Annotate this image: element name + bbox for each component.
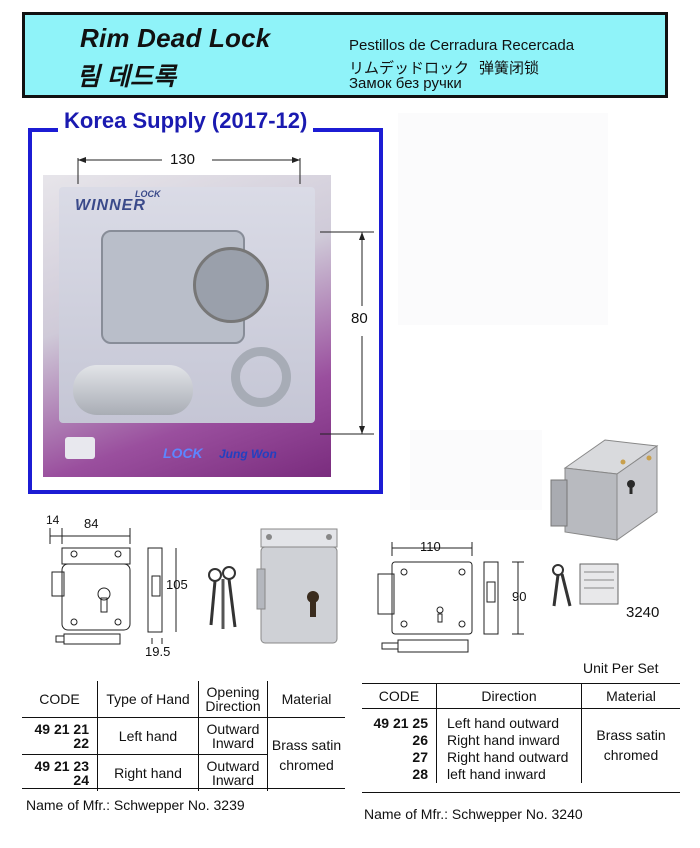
height-dimension-line	[320, 231, 374, 435]
col-opening-line1: Opening	[206, 684, 260, 700]
title-chinese: 弹簧闭锁	[479, 60, 540, 77]
code-value: 49 21 21	[34, 721, 90, 737]
code-cell: 49 21 21 22	[22, 717, 98, 755]
blank-image-area-small	[410, 430, 542, 510]
brand-jung-won: Jung Won	[219, 447, 277, 461]
blank-image-area	[398, 113, 608, 325]
width-dimension-line	[77, 157, 301, 184]
table-3239: CODE Type of Hand Opening Direction Mate…	[22, 681, 345, 791]
lock-ring-image	[231, 347, 291, 407]
code-value: 49 21 23	[34, 758, 90, 774]
col-type-of-hand: Type of Hand	[97, 681, 199, 718]
keys-and-card-image	[552, 563, 619, 607]
lock-3240-render	[550, 439, 659, 541]
col-code: CODE	[22, 681, 98, 718]
width-dimension-label: 130	[170, 151, 196, 168]
dim-90: 90	[512, 589, 527, 604]
korea-supply-label: Korea Supply (2017-12)	[58, 108, 314, 134]
lock-3239-drawing	[49, 528, 177, 645]
direction-cell: Left hand outward Right hand inward Righ…	[436, 708, 582, 783]
brand-winner: WINNER	[75, 197, 146, 214]
direction-value: Left hand outward	[447, 715, 560, 731]
direction-value: Right hand inward	[447, 732, 560, 748]
code-value: 26	[412, 732, 428, 748]
hand-cell: Right hand	[97, 754, 199, 791]
code-value: 27	[412, 749, 428, 765]
product-title-english: Rim Dead Lock	[80, 23, 271, 53]
material-value: Brass satin	[596, 727, 666, 743]
table-row: 49 21 21 22 Left hand Outward Inward Bra…	[22, 717, 345, 791]
model-number-3240: 3240	[626, 604, 660, 621]
manufacturer-3240: Name of Mfr.: Schwepper No. 3240	[364, 806, 583, 822]
direction-value: Outward	[206, 721, 260, 737]
title-spanish: Pestillos de Cerradura Recercada	[349, 37, 575, 54]
brand-lock-small: LOCK	[135, 189, 161, 199]
material-value: Brass satin	[271, 736, 342, 753]
col-opening-line2: Direction	[205, 698, 261, 714]
table-3240-bottom-rule	[362, 792, 680, 793]
title-japanese: リムデッドロック	[349, 60, 470, 77]
table-3239-bottom-rule	[22, 788, 345, 789]
dim-110: 110	[420, 539, 441, 554]
code-cell: 49 21 23 24	[22, 755, 98, 792]
code-value: 24	[73, 772, 89, 788]
keys-image	[208, 566, 237, 629]
dim-14: 14	[46, 513, 60, 527]
title-russian: Замок без ручки	[349, 75, 462, 92]
height-dimension-label: 80	[351, 310, 368, 327]
direction-cell: Outward Inward	[198, 717, 268, 755]
hand-cell: Left hand	[97, 717, 199, 755]
code-value: 22	[73, 735, 89, 751]
manufacturer-logo	[65, 437, 95, 459]
material-value: chromed	[279, 756, 334, 773]
product-package-photo: WINNER LOCK LOCK Jung Won	[43, 175, 331, 477]
product-title-korean: 림 데드록	[77, 63, 176, 91]
col-direction: Direction	[436, 683, 582, 709]
direction-cell: Outward Inward	[198, 754, 268, 791]
brand-lock-bottom: LOCK	[163, 445, 203, 461]
dim-19-5: 19.5	[145, 644, 171, 659]
material-cell: Brass satin chromed	[581, 708, 680, 783]
direction-value: left hand inward	[447, 766, 546, 782]
table-row: 49 21 25 26 27 28 Left hand outward Righ…	[362, 708, 680, 784]
lock-cylinder-image	[73, 365, 193, 415]
lock-knob-image	[193, 247, 269, 323]
col-material: Material	[267, 681, 345, 718]
code-value: 49 21 25	[373, 715, 429, 731]
dim-84: 84	[84, 516, 99, 531]
col-material: Material	[581, 683, 680, 709]
table-row: 49 21 23 24 Right hand Outward Inward	[22, 754, 345, 792]
table-3240: CODE Direction Material 49 21 25 26 27 2…	[362, 683, 680, 783]
direction-value: Inward	[211, 772, 255, 788]
manufacturer-3239: Name of Mfr.: Schwepper No. 3239	[26, 797, 245, 813]
direction-value: Right hand outward	[447, 749, 569, 765]
col-opening-direction: Opening Direction	[198, 681, 268, 718]
direction-value: Inward	[211, 735, 255, 751]
material-value: chromed	[603, 747, 659, 763]
lock-3240-drawing	[377, 542, 524, 653]
unit-per-set-note: Unit Per Set	[583, 660, 659, 676]
lock-3239-render	[256, 528, 338, 644]
direction-value: Outward	[206, 758, 260, 774]
code-cell: 49 21 25 26 27 28	[362, 709, 437, 784]
material-cell: Brass satin chromed	[267, 717, 345, 791]
col-code: CODE	[362, 683, 437, 709]
dim-105: 105	[166, 577, 188, 592]
code-value: 28	[412, 766, 428, 782]
header-banner: Rim Dead Lock 림 데드록 Pestillos de Cerradu…	[22, 12, 668, 98]
